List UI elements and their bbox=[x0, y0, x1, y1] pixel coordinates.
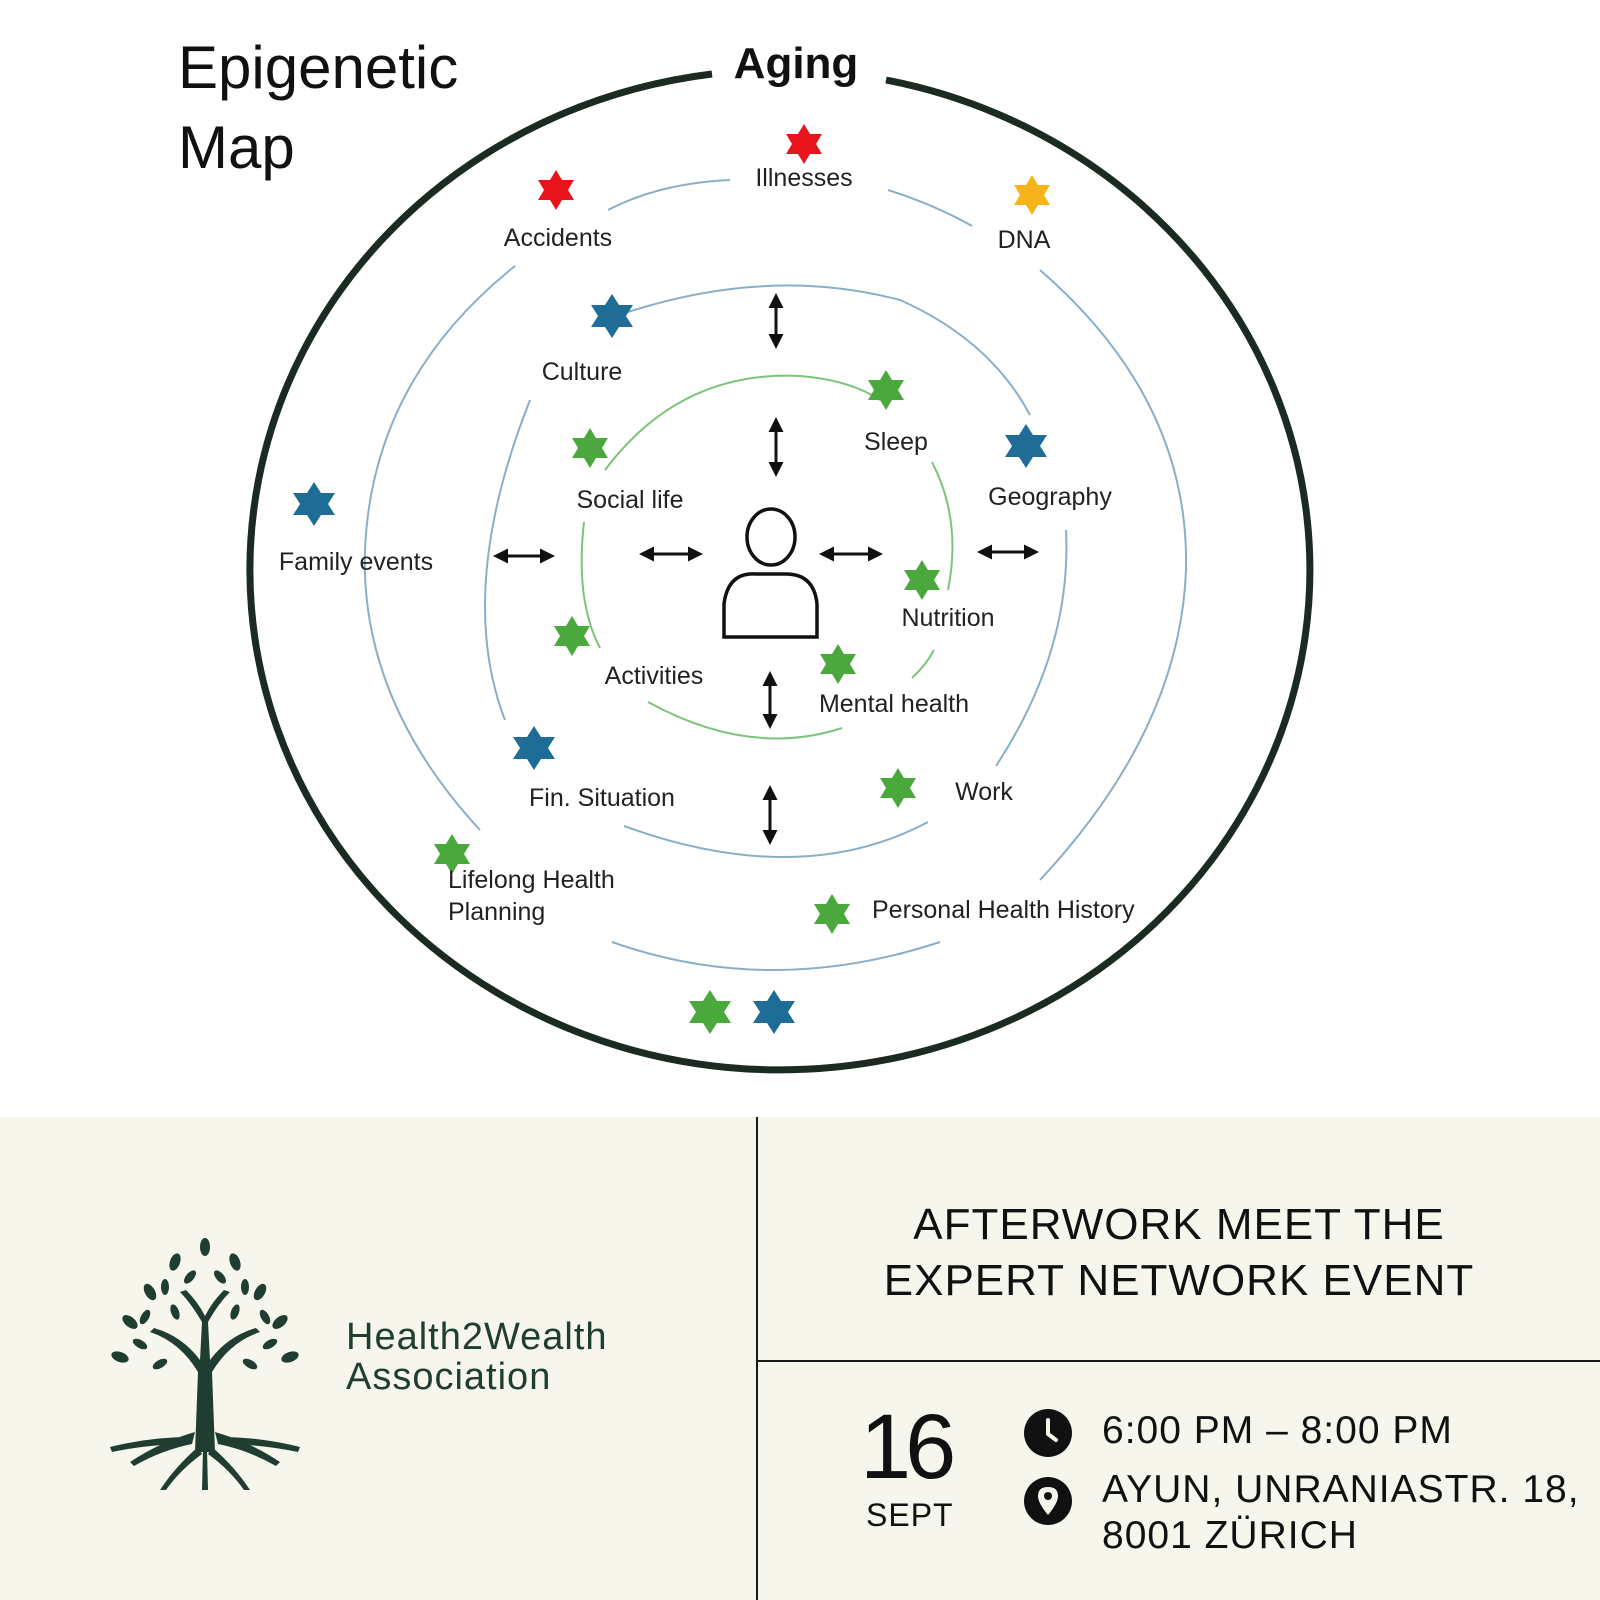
event-address: AYUN, UNRANIASTR. 18, 8001 ZÜRICH bbox=[1102, 1467, 1580, 1559]
green-star-personal-history bbox=[814, 894, 850, 934]
outer-ring bbox=[246, 70, 1314, 1074]
label-sleep: Sleep bbox=[864, 428, 928, 456]
aging-label: Aging bbox=[734, 39, 859, 88]
green-star-lifelong bbox=[434, 834, 470, 874]
event-title-line1: AFTERWORK MEET THE bbox=[913, 1200, 1445, 1249]
outer-blue-ring bbox=[363, 179, 1188, 971]
event-footer: Health2Wealth Association AFTERWORK MEET… bbox=[0, 1117, 1600, 1600]
tree-logo-icon bbox=[110, 1238, 300, 1490]
blue-star-bottom bbox=[753, 990, 795, 1034]
green-star-sleep bbox=[868, 370, 904, 410]
label-dna: DNA bbox=[998, 226, 1051, 254]
yellow-star-dna bbox=[1014, 175, 1050, 215]
label-family-events: Family events bbox=[279, 548, 433, 576]
event-title-line2: EXPERT NETWORK EVENT bbox=[883, 1256, 1475, 1305]
green-star-bottom bbox=[689, 990, 731, 1034]
label-accidents: Accidents bbox=[504, 224, 612, 252]
label-geography: Geography bbox=[988, 483, 1112, 511]
green-inner-ring bbox=[580, 374, 954, 740]
red-star-illnesses bbox=[786, 124, 822, 164]
map-title-line2: Map bbox=[178, 114, 295, 181]
green-star-nutrition bbox=[904, 560, 940, 600]
label-culture: Culture bbox=[542, 358, 623, 386]
address-line2: 8001 ZÜRICH bbox=[1102, 1514, 1358, 1557]
org-name-line2: Association bbox=[346, 1356, 552, 1398]
label-illnesses: Illnesses bbox=[755, 164, 852, 192]
epigenetic-map-diagram: Epigenetic Map Aging bbox=[178, 34, 1314, 1074]
green-star-social-life bbox=[572, 428, 608, 468]
person-icon bbox=[722, 507, 819, 639]
red-star-accidents bbox=[538, 170, 574, 210]
green-star-activities bbox=[554, 616, 590, 656]
label-nutrition: Nutrition bbox=[901, 604, 994, 632]
label-activities: Activities bbox=[605, 662, 704, 690]
label-personal-health-history: Personal Health History bbox=[872, 896, 1135, 924]
label-lifelong-line2: Planning bbox=[448, 898, 545, 926]
arrows bbox=[493, 293, 1039, 845]
blue-star-culture bbox=[591, 294, 633, 338]
blue-star-geography bbox=[1005, 424, 1047, 468]
green-star-mental-health bbox=[820, 644, 856, 684]
horizontal-divider bbox=[757, 1360, 1600, 1362]
event-time: 6:00 PM – 8:00 PM bbox=[1102, 1409, 1453, 1452]
label-fin-situation: Fin. Situation bbox=[529, 784, 675, 812]
org-name-line1: Health2Wealth bbox=[346, 1316, 608, 1358]
event-title: AFTERWORK MEET THE EXPERT NETWORK EVENT bbox=[758, 1197, 1600, 1309]
organization-name: Health2Wealth Association bbox=[346, 1317, 608, 1397]
map-title-line1: Epigenetic bbox=[178, 34, 458, 101]
label-mental-health: Mental health bbox=[819, 690, 969, 718]
green-star-work bbox=[880, 768, 916, 808]
location-pin-icon bbox=[1024, 1477, 1072, 1525]
blue-star-fin-situation bbox=[513, 726, 555, 770]
inner-blue-ring bbox=[484, 284, 1068, 858]
label-social-life: Social life bbox=[577, 486, 684, 514]
label-lifelong-line1: Lifelong Health bbox=[448, 866, 615, 894]
label-work: Work bbox=[955, 778, 1013, 806]
clock-icon bbox=[1024, 1409, 1072, 1457]
blue-star-family-events bbox=[293, 482, 335, 526]
vertical-divider bbox=[756, 1117, 758, 1600]
event-month: SEPT bbox=[866, 1497, 954, 1533]
event-day: 16 bbox=[860, 1396, 956, 1498]
address-line1: AYUN, UNRANIASTR. 18, bbox=[1102, 1468, 1580, 1511]
